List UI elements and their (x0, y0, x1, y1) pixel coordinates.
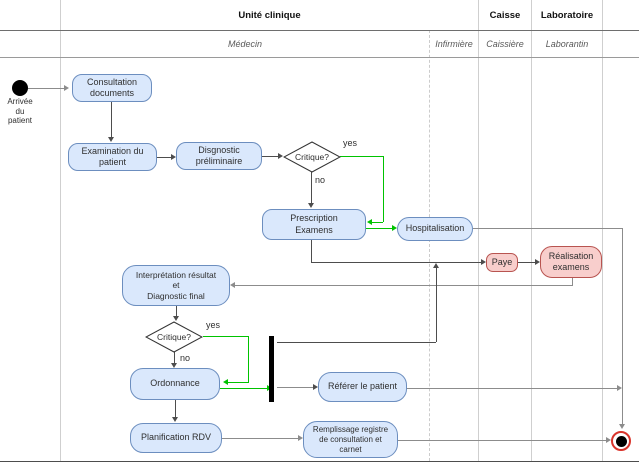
arrowhead (313, 384, 318, 390)
arrowhead (278, 153, 283, 159)
arrowhead (481, 259, 486, 265)
edge-diagnostic-critique1 (262, 156, 278, 157)
arrowhead (367, 219, 372, 225)
decision-critique-1-shape (283, 141, 341, 173)
edge-ordonnance-fork (220, 388, 267, 389)
arrowhead (173, 316, 179, 321)
pool-header-unite-clinique: Unité clinique (238, 9, 301, 21)
edge-hospitalisation-end-v (622, 228, 623, 424)
activity-hospitalisation: Hospitalisation (397, 217, 473, 241)
header-row1-divider (0, 30, 639, 31)
arrowhead (619, 424, 625, 429)
activity-realisation-examens: Réalisation examens (540, 246, 602, 278)
edge-start-consultation (28, 88, 64, 89)
pool-header-caisse: Caisse (489, 9, 521, 21)
edge-label-no-1: no (315, 175, 326, 185)
arrowhead (606, 437, 611, 443)
arrowhead (171, 154, 176, 160)
arrowhead (64, 85, 69, 91)
arrowhead (392, 225, 397, 231)
activity-remplissage-registre: Remplissage registre de consultation et … (303, 421, 398, 458)
edge-label-yes-1: yes (343, 138, 358, 148)
edge-critique2-no-ordonnance (174, 352, 175, 363)
arrowhead (308, 203, 314, 208)
diagram-bottom-border (0, 461, 639, 462)
edge-examination-diagnostic (157, 157, 171, 158)
edge-hospitalisation-end-h (473, 228, 622, 229)
arrowhead (171, 363, 177, 368)
arrowhead (172, 417, 178, 422)
lane-header-caissiere: Caissière (486, 38, 524, 49)
arrowhead (433, 263, 439, 268)
arrowhead (108, 137, 114, 142)
edge-remplissage-end (398, 440, 606, 441)
edge-prescription-hospitalisation (366, 228, 392, 229)
edge-ordonnance-planification (175, 400, 176, 417)
edge-critique2-yes-v (248, 336, 249, 383)
edge-prescription-paye-h (311, 262, 481, 263)
edge-consultation-examination (111, 102, 112, 137)
decision-critique-1-label: Critique? (294, 152, 330, 162)
edge-critique1-yes-h (340, 156, 383, 157)
arrowhead (230, 282, 235, 288)
end-node-core (615, 435, 627, 447)
arrowhead (223, 379, 228, 385)
lane-border-left (60, 0, 61, 461)
edge-fork-referer (277, 387, 313, 388)
activity-examination-patient: Examination du patient (68, 143, 157, 171)
activity-interpretation-diagnostic-final: Interprétation résultat et Diagnostic fi… (122, 265, 230, 306)
decision-critique-2-shape (145, 321, 203, 353)
start-node-label: Arrivée du patient (7, 97, 33, 126)
start-node (12, 80, 28, 96)
arrowhead (617, 385, 622, 391)
lane-header-infirmiere: Infirmière (435, 38, 473, 49)
decision-critique-2-label: Critique? (156, 332, 192, 342)
edge-label-yes-2: yes (206, 320, 221, 330)
edge-referer-merge (407, 388, 617, 389)
activity-diagnostic-preliminaire: Disgnostic préliminaire (176, 142, 262, 170)
lane-header-laborantin: Laborantin (545, 38, 589, 49)
header-row2-divider (0, 57, 639, 58)
edge-critique2-yes-into-ordonnance (228, 382, 248, 383)
activity-referer-patient: Référer le patient (318, 372, 407, 402)
lane-border-laboratoire (531, 0, 532, 461)
edge-critique1-yes-into-prescription (372, 222, 383, 223)
end-node (611, 431, 631, 451)
lane-divider-infirmiere-dashed (429, 30, 430, 461)
edge-label-no-2: no (180, 353, 191, 363)
activity-prescription-examens: Prescription Examens (262, 209, 366, 240)
fork-bar (269, 336, 274, 402)
edge-interpretation-critique2 (176, 306, 177, 316)
pool-header-laboratoire: Laboratoire (540, 9, 594, 21)
edge-planification-remplissage (222, 438, 298, 439)
edge-prescription-paye-v (311, 240, 312, 262)
edge-paye-realisation (518, 262, 535, 263)
edge-fork-paye-h (277, 342, 436, 343)
activity-ordonnance: Ordonnance (130, 368, 220, 400)
lane-border-right (602, 0, 603, 461)
arrowhead (535, 259, 540, 265)
edge-fork-paye-v (436, 268, 437, 342)
activity-consultation-documents: Consultation documents (72, 74, 152, 102)
activity-planification-rdv: Planification RDV (130, 423, 222, 453)
edge-critique1-no-prescription (311, 172, 312, 203)
edge-realisation-interpretation-v (572, 278, 573, 285)
lane-header-medecin: Médecin (227, 38, 263, 49)
activity-paye: Paye (486, 253, 518, 272)
arrowhead (298, 435, 303, 441)
edge-realisation-interpretation-h (235, 285, 573, 286)
edge-critique1-yes-v (383, 156, 384, 222)
lane-border-caisse (478, 0, 479, 461)
edge-critique2-yes-h (203, 336, 248, 337)
